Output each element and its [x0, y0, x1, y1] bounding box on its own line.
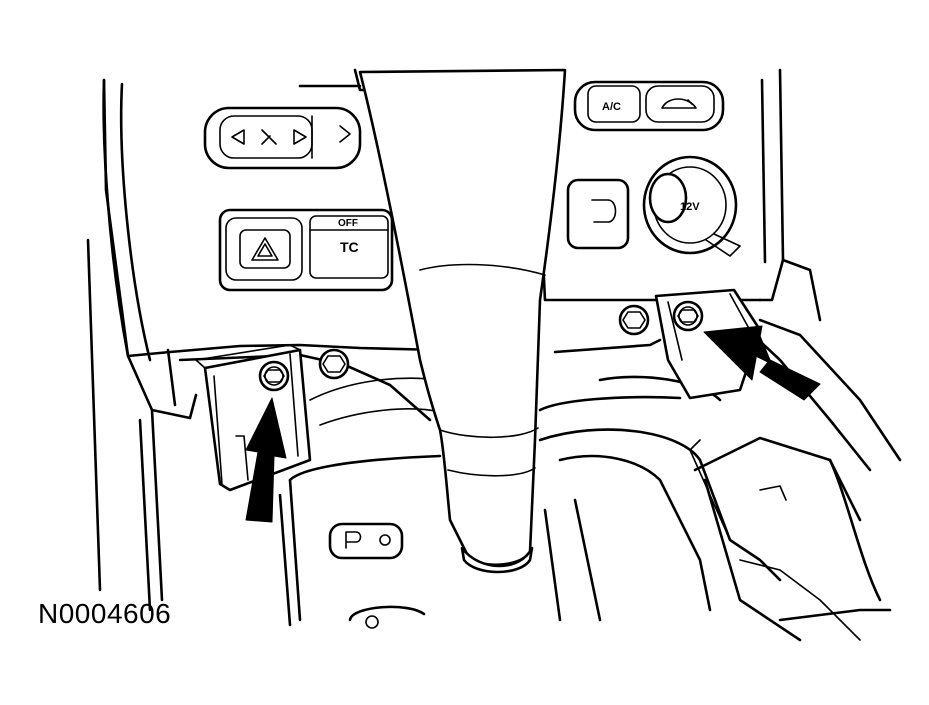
climate-control-switches: A/C	[203, 80, 725, 170]
right-bracket	[654, 288, 762, 400]
right-bolt	[672, 300, 704, 332]
ac-button-label: A/C	[602, 101, 621, 113]
reference-bolts	[318, 304, 650, 380]
arrow-icon	[245, 397, 287, 523]
hazard-traction-switches: OFF TC	[218, 208, 394, 292]
left-bracket	[195, 344, 312, 492]
arrow-icon	[703, 325, 821, 401]
traction-control-label: TC	[340, 239, 359, 255]
recirculation-icon	[661, 98, 697, 109]
fan-speed-icon	[231, 129, 307, 145]
left-bolt	[258, 360, 290, 392]
power-point-area: 12V	[566, 155, 741, 257]
power-point-label: 12V	[680, 201, 700, 213]
cup-holder-icon	[591, 199, 617, 223]
traction-off-label: OFF	[338, 218, 358, 229]
hazard-triangle-icon	[251, 237, 279, 261]
gear-shift-lever	[358, 68, 567, 574]
figure-id-label: N0004606	[38, 598, 172, 629]
